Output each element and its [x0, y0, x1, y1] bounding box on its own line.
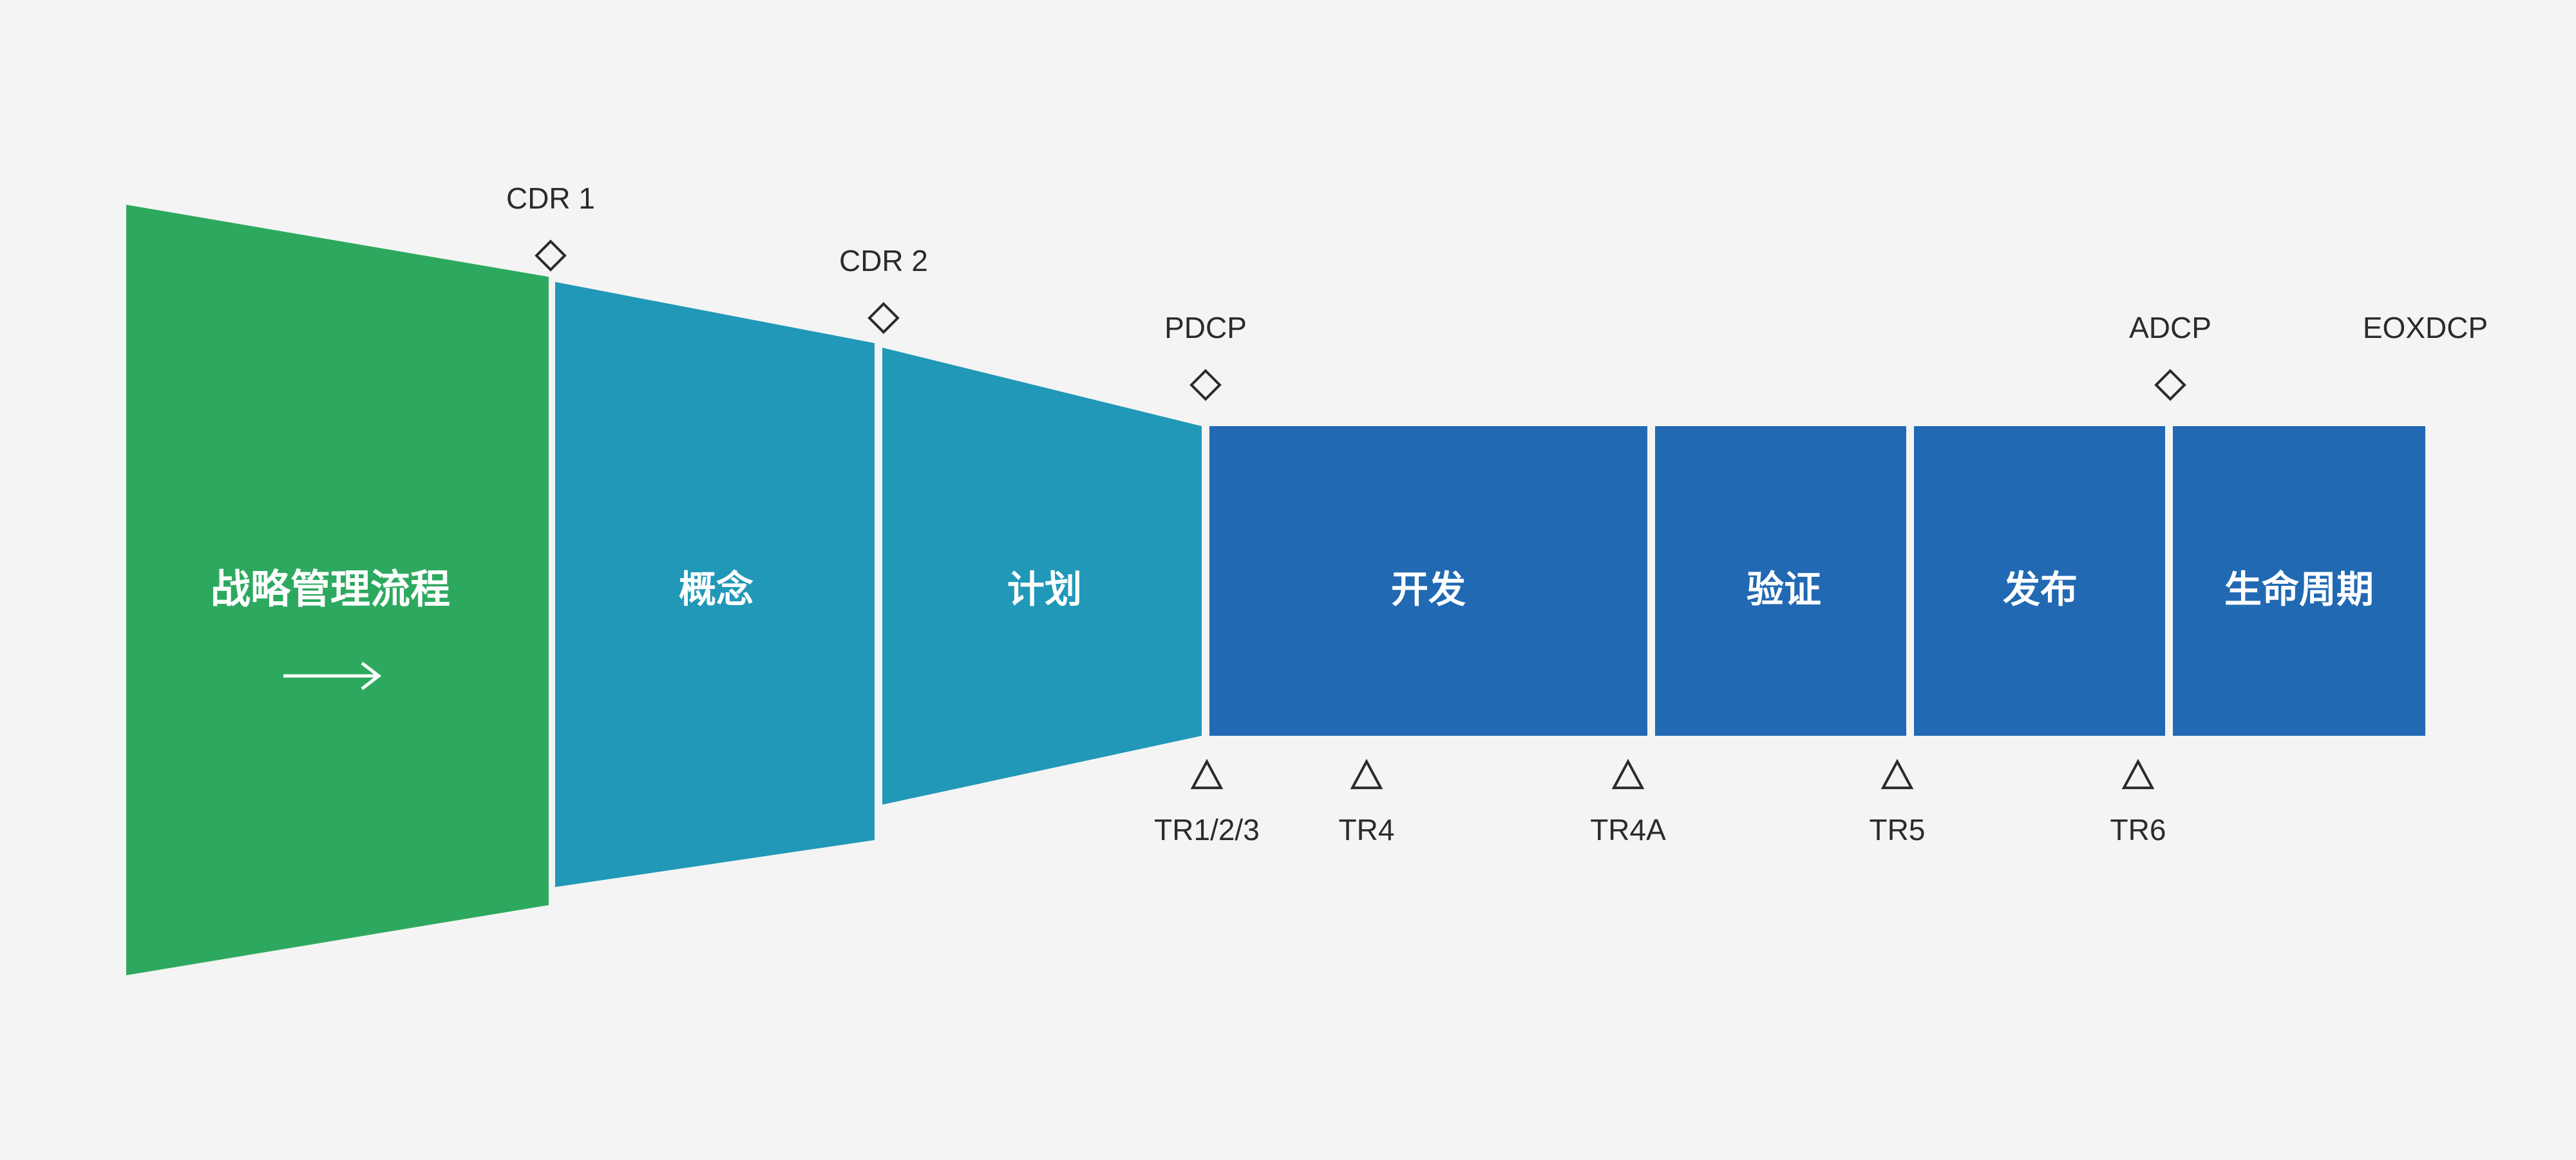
flow-arrow-head-icon — [361, 662, 382, 690]
decision-marker-label-cdr1: CDR 1 — [506, 182, 595, 215]
decision-marker-adcp[interactable]: ADCP — [2129, 311, 2211, 401]
stage-release[interactable]: 发布 — [1914, 426, 2165, 736]
stage-development[interactable]: 开发 — [1209, 426, 1647, 736]
stage-label-verification: 验证 — [1747, 568, 1821, 610]
diamond-icon — [1189, 369, 1222, 401]
triangle-icon — [1611, 758, 1645, 789]
review-marker-label-tr6: TR6 — [2110, 813, 2166, 847]
stage-label-release: 发布 — [2003, 568, 2078, 610]
decision-marker-label-adcp: ADCP — [2129, 311, 2211, 344]
stage-label-plan: 计划 — [1007, 568, 1082, 610]
triangle-icon — [1190, 758, 1224, 789]
diamond-icon — [535, 239, 567, 272]
stage-shape-concept[interactable] — [555, 282, 875, 887]
stage-shape-verification[interactable] — [1655, 426, 1906, 736]
diamond-icon — [2154, 369, 2186, 401]
stage-strategy[interactable]: 战略管理流程 — [126, 205, 549, 975]
stage-shape-release[interactable] — [1914, 426, 2165, 736]
decision-marker-label-cdr2: CDR 2 — [839, 244, 928, 277]
review-marker-tr4[interactable]: TR4 — [1339, 758, 1395, 847]
review-marker-tr6[interactable]: TR6 — [2110, 758, 2166, 847]
review-marker-label-tr4: TR4 — [1339, 813, 1395, 847]
stage-shape-strategy[interactable] — [126, 205, 549, 975]
decision-marker-label-eoxdcp: EOXDCP — [2363, 311, 2488, 344]
triangle-icon — [1350, 758, 1383, 789]
decision-marker-pdcp[interactable]: PDCP — [1164, 311, 1247, 401]
review-marker-label-tr4a: TR4A — [1590, 813, 1666, 847]
review-markers: TR1/2/3 TR4 TR4A TR5 TR6 — [1154, 758, 2166, 847]
stage-concept[interactable]: 概念 — [555, 282, 875, 887]
stage-shape-development[interactable] — [1209, 426, 1647, 736]
stage-lifecycle[interactable]: 生命周期 — [2173, 426, 2425, 736]
review-marker-label-tr5: TR5 — [1870, 813, 1926, 847]
decision-marker-label-pdcp: PDCP — [1164, 311, 1247, 344]
stage-label-lifecycle: 生命周期 — [2224, 568, 2374, 610]
stage-label-development: 开发 — [1391, 568, 1466, 610]
triangle-icon — [2121, 758, 2155, 789]
decision-marker-cdr1[interactable]: CDR 1 — [506, 182, 595, 272]
stage-shape-plan[interactable] — [882, 348, 1202, 805]
stage-shape-lifecycle[interactable] — [2173, 426, 2425, 736]
stage-verification[interactable]: 验证 — [1655, 426, 1906, 736]
review-marker-tr5[interactable]: TR5 — [1870, 758, 1926, 847]
decision-marker-cdr2[interactable]: CDR 2 — [839, 244, 928, 334]
review-marker-tr4a[interactable]: TR4A — [1590, 758, 1666, 847]
triangle-icon — [1880, 758, 1914, 789]
stage-plan[interactable]: 计划 — [882, 348, 1202, 805]
diamond-icon — [867, 302, 900, 334]
review-marker-label-tr123: TR1/2/3 — [1154, 813, 1260, 847]
stage-label-concept: 概念 — [679, 568, 753, 610]
decision-marker-eoxdcp: EOXDCP — [2363, 311, 2488, 344]
review-marker-tr123[interactable]: TR1/2/3 — [1154, 758, 1260, 847]
funnel-stages: 战略管理流程 概念 计划 开发 验证 发布 生命周期 — [126, 205, 2425, 975]
stage-label-strategy: 战略管理流程 — [211, 567, 450, 612]
decision-markers: CDR 1 CDR 2 PDCP ADCP EOXDCP — [506, 182, 2488, 401]
